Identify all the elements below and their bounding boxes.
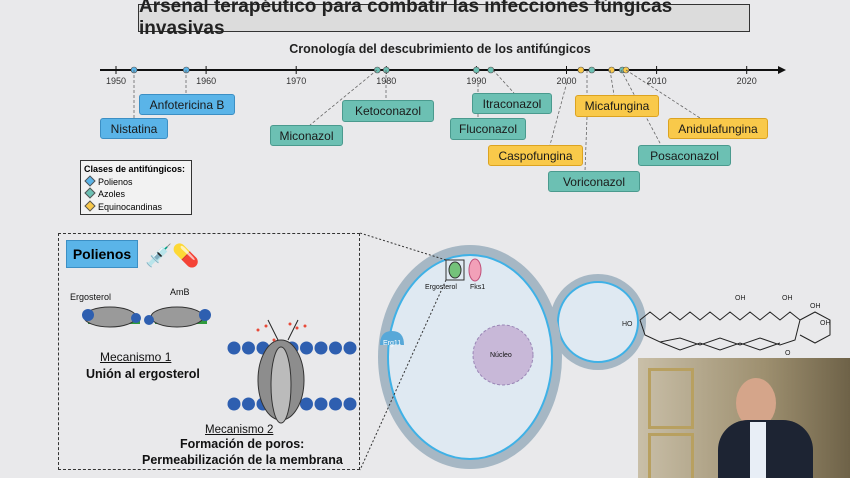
tick-label: 1990 [466, 76, 487, 86]
legend-item-equinocandinas: Equinocandinas [84, 199, 188, 214]
slide-title: Arsenal terapéutico para combatir las in… [138, 0, 750, 39]
timeline-dot [373, 66, 381, 74]
membrane-mechanism-2 [227, 319, 357, 424]
timeline-dot [473, 66, 480, 74]
lipid-head [343, 341, 357, 355]
lipid-head [227, 341, 241, 355]
mechanism-2-line2: Permeabilización de la membrana [142, 453, 343, 467]
svg-text:OH: OH [810, 303, 821, 310]
drug-miconazol: Miconazol [270, 125, 343, 146]
svg-text:O: O [785, 350, 791, 357]
diamond-icon [84, 187, 96, 199]
legend-label: Azoles [98, 189, 126, 199]
lipid-head [227, 397, 241, 411]
drug-anidulafungina: Anidulafungina [668, 118, 768, 139]
drug-posaconazol: Posaconazol [638, 145, 731, 166]
diamond-icon [84, 199, 96, 212]
nucleo-label: Núcleo [490, 352, 512, 359]
lipid-head [314, 341, 328, 355]
timeline-dot [577, 66, 585, 74]
svg-text:OH: OH [735, 295, 746, 302]
amb-label: AmB [170, 287, 190, 297]
legend-label: Polienos [98, 176, 133, 187]
polienos-title: Polienos [66, 240, 138, 268]
tick-label: 1950 [105, 76, 127, 86]
drug-itraconazol: Itraconazol [472, 93, 552, 114]
lipid-head [242, 341, 255, 355]
timeline-axis [100, 66, 786, 74]
lipid-head [329, 341, 342, 355]
svg-text:OH: OH [782, 295, 793, 302]
lipid-head [343, 397, 357, 411]
legend-title: Clases de antifúngicos: [84, 164, 186, 174]
syringe-pill-icon: 💉💊 [145, 243, 200, 268]
tick-label: 2000 [556, 76, 577, 86]
legend-item-azoles: Azoles [84, 187, 188, 201]
tick-label: 1980 [376, 76, 397, 86]
tick-label: 2020 [736, 76, 757, 86]
drug-anfotericina-b: Anfotericina B [139, 94, 235, 115]
mechanism-1-label: Mecanismo 1 [100, 350, 172, 364]
lipid-head [300, 397, 313, 411]
legend-label: Equinocandinas [98, 201, 163, 212]
tick-label: 2010 [646, 76, 667, 86]
drug-micafungina: Micafungina [575, 95, 659, 117]
svg-text:OH: OH [820, 320, 831, 327]
ergosterol-label: Ergosterol [70, 292, 112, 302]
timeline-dot [608, 66, 615, 74]
drug-fluconazol: Fluconazol [450, 118, 526, 140]
fks1-label: Fks1 [470, 284, 486, 291]
drug-voriconazol: Voriconazol [548, 171, 640, 192]
axis-arrow [778, 66, 786, 74]
drug-caspofungina: Caspofungina [488, 145, 583, 166]
legend: Clases de antifúngicos: Polienos Azoles … [80, 160, 192, 215]
svg-text:HO: HO [622, 321, 633, 328]
diamond-icon [84, 174, 96, 187]
amphotericin-structure [639, 311, 831, 351]
tick-label: 1970 [286, 76, 307, 86]
erg11-label: Erg11 [383, 340, 402, 347]
lipid-head [300, 341, 313, 355]
speaker-video [638, 358, 850, 478]
lipid-head [329, 397, 342, 411]
mechanism-1-text: Unión al ergosterol [86, 367, 200, 381]
mechanism-2-label: Mecanismo 2 [205, 424, 274, 436]
mechanism-2-line1: Formación de poros: [180, 437, 305, 451]
timeline-dot [622, 66, 630, 74]
tick-label: 1960 [196, 76, 217, 86]
drug-ketoconazol: Ketoconazol [342, 100, 434, 122]
lipid-head [314, 397, 328, 411]
membrane-mechanism-1 [82, 306, 211, 328]
legend-item-polienos: Polienos [84, 174, 188, 189]
fungal-cell [359, 232, 646, 471]
lipid-head [242, 397, 255, 411]
polienos-panel [58, 233, 360, 470]
timeline-dot [588, 66, 596, 74]
timeline-dot [487, 66, 495, 74]
timeline-title: Cronología del descubrimiento de los ant… [289, 42, 591, 56]
cell-ergosterol-label: Ergosterol [425, 284, 457, 291]
drug-nistatina: Nistatina [100, 118, 168, 139]
